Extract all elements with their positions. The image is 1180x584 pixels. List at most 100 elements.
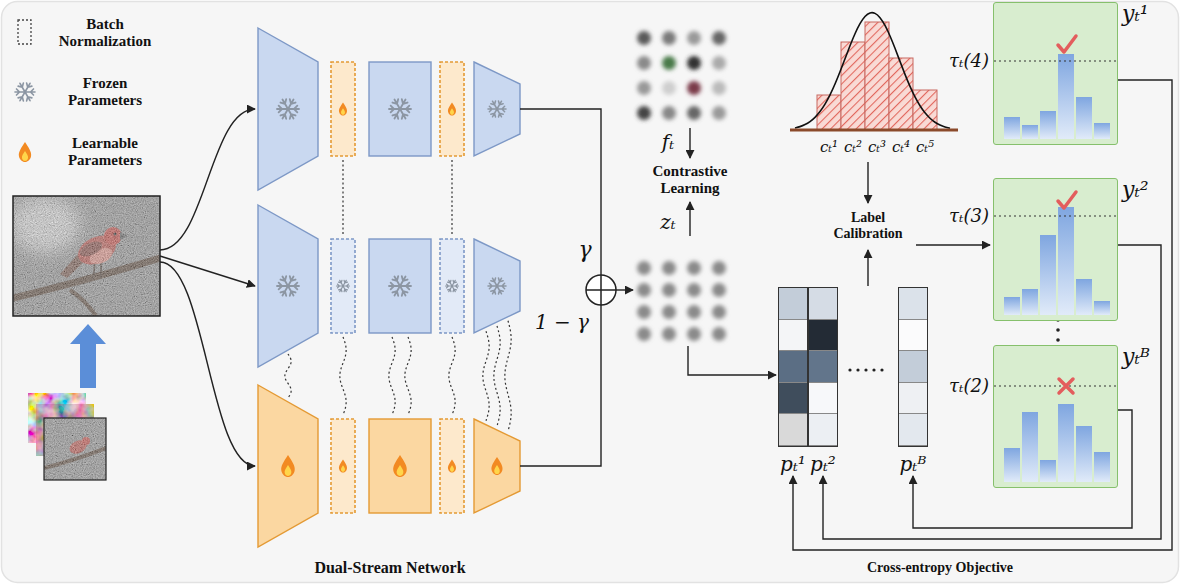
input-image [13, 196, 160, 316]
histogram-illustration [994, 179, 1116, 319]
feature-dot [712, 283, 726, 297]
histogram-bar [841, 42, 865, 130]
snowflake-arms [389, 99, 411, 119]
feature-dot [662, 261, 676, 275]
feature-dot [687, 305, 701, 319]
encoder-block [258, 385, 318, 547]
flame-icon [448, 103, 456, 116]
shared-link-wavy [483, 331, 489, 420]
flame-outer [448, 460, 456, 473]
score-bar [1004, 117, 1020, 139]
image-noise [13, 196, 160, 316]
image-noise [44, 418, 106, 480]
prediction-cell [899, 383, 927, 415]
snowflake-arms [446, 280, 459, 292]
score-bar [1076, 97, 1092, 139]
histogram-bar [817, 95, 841, 130]
shared-link-wavy [389, 337, 395, 415]
prediction-cell [899, 288, 927, 320]
prediction-cell [809, 351, 837, 383]
snowflake-arms [277, 99, 299, 119]
prediction-cell [779, 383, 807, 415]
feature-dot [712, 327, 726, 341]
score-bar [1094, 301, 1110, 315]
flow-arrow [689, 202, 690, 236]
math-symbol: γ [578, 237, 591, 262]
math-symbol: fₜ [662, 131, 674, 154]
flame-outer [491, 457, 502, 475]
histogram-baseline [790, 129, 958, 132]
ellipsis-dot [1056, 338, 1060, 342]
column-label: pₜ² [808, 453, 838, 476]
shared-link-wavy [405, 337, 411, 415]
encoder-row [258, 385, 520, 547]
flame-icon [19, 142, 31, 162]
ellipsis-dot [848, 368, 851, 371]
augmented-image [44, 418, 106, 480]
prediction-cell [899, 351, 927, 383]
snowflake-arms [15, 83, 35, 101]
score-bar [1004, 297, 1020, 315]
batchnorm-block [331, 239, 355, 333]
batchnorm-block [440, 419, 464, 513]
legend-bn-sample [18, 20, 31, 44]
snowflake-arms [337, 280, 350, 292]
snowflake-icon [488, 278, 506, 294]
histogram-bar [889, 58, 913, 130]
prediction-column: pₜ² [808, 287, 838, 476]
flame-inner [22, 151, 28, 161]
score-bar [1076, 426, 1092, 482]
batchnorm-block [440, 239, 464, 333]
histogram-illustration [994, 3, 1116, 143]
encoder-block [474, 239, 520, 333]
image-frame [13, 196, 160, 316]
feature-dot [662, 81, 676, 95]
encoder-block [369, 62, 431, 156]
math-symbol: cₜ² [844, 139, 862, 156]
encoder-block [369, 239, 431, 333]
feature-dot [712, 81, 726, 95]
shared-link [451, 160, 452, 235]
flame-icon [491, 457, 502, 475]
snowflake-icon [389, 99, 411, 119]
prediction-cell [779, 351, 807, 383]
threshold-label: τₜ(2) [949, 376, 989, 397]
flame-inner [450, 465, 454, 472]
legend-label: Learnable Parameters [50, 135, 160, 170]
legend-label: Batch Normalization [50, 16, 160, 51]
batchnorm-block [440, 62, 464, 156]
flow-arrow [916, 244, 990, 245]
snowflake-icon [488, 101, 506, 117]
math-symbol: 1 − γ [535, 311, 589, 334]
feature-dot [712, 56, 726, 70]
score-bar [1058, 54, 1074, 139]
shared-link-wavy [285, 354, 291, 398]
ellipsis-dot [872, 368, 875, 371]
image-ground [13, 196, 160, 316]
batchnorm-block [331, 62, 355, 156]
score-bar [1040, 460, 1056, 482]
threshold-line [994, 385, 1116, 386]
feature-dot [712, 261, 726, 275]
sum-circle [586, 275, 616, 305]
math-symbol: cₜ³ [868, 139, 886, 156]
snowflake-icon [446, 280, 459, 292]
section-label: Contrastive Learning [640, 163, 740, 198]
feature-dot [712, 106, 726, 120]
column-label: pₜ¹ [778, 453, 808, 476]
shared-link-wavy [494, 326, 500, 426]
snowflake-icon [389, 276, 411, 296]
batchnorm-block [331, 419, 355, 513]
threshold-line [994, 60, 1116, 61]
score-bar [1094, 123, 1110, 139]
histogram-bar [865, 22, 889, 130]
feature-dot [687, 56, 701, 70]
flame-inner [341, 108, 345, 115]
feature-dot [662, 305, 676, 319]
flame-icon [339, 460, 347, 473]
shared-link-wavy [505, 321, 511, 432]
histogram-bar [913, 90, 937, 130]
flame-outer [19, 142, 31, 162]
feature-dot [637, 327, 651, 341]
flame-outer [339, 103, 347, 116]
